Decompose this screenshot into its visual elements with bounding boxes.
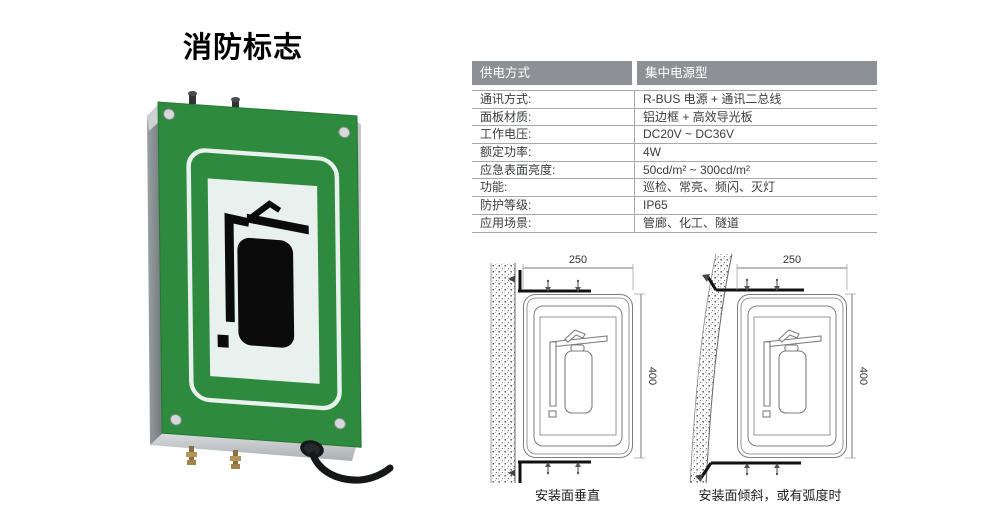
spec-row-surface-brightness: 应急表面亮度: 50cd/m² ~ 300cd/m²: [472, 160, 877, 179]
spec-row-working-voltage: 工作电压: DC20V ~ DC36V: [472, 125, 877, 144]
spec-label: 通讯方式:: [472, 91, 635, 108]
spec-header-power-type: 集中电源型: [637, 61, 877, 85]
spec-value: 50cd/m² ~ 300cd/m²: [643, 162, 751, 177]
spec-header-row: 供电方式 集中电源型: [472, 61, 877, 85]
spec-row-functions: 功能: 巡检、常亮、频闪、灭灯: [472, 178, 877, 197]
diagram-caption-inclined: 安装面倾斜，或有弧度时: [698, 488, 842, 503]
spec-value: 4W: [643, 145, 661, 160]
spec-label: 防护等级:: [472, 197, 635, 214]
spec-header-divider: [632, 61, 637, 85]
sign-outline-drawing: [736, 293, 848, 459]
power-cable: [300, 440, 394, 484]
spec-value: 管廊、化工、隧道: [643, 215, 740, 230]
spec-label: 应急表面亮度:: [472, 161, 635, 179]
spec-value: R-BUS 电源 + 通讯二总线: [643, 92, 782, 106]
spec-label: 额定功率:: [472, 144, 635, 161]
wall-section: [490, 263, 516, 483]
bottom-bracket: [508, 460, 591, 483]
dimension-width-label: 250: [569, 254, 587, 266]
spec-value: 铝边框 + 高效导光板: [643, 109, 753, 124]
installation-diagram-vertical: 250 400: [490, 254, 658, 483]
spec-label: 工作电压:: [472, 126, 635, 144]
spec-table: 供电方式 集中电源型 通讯方式: R-BUS 电源 + 通讯二总线 面板材质: …: [472, 61, 877, 233]
dimension-height-label: 400: [857, 367, 869, 385]
spec-row-rated-power: 额定功率: 4W: [472, 143, 877, 161]
dimension-height: 400: [845, 293, 869, 459]
spec-value: 巡检、常亮、频闪、灭灯: [643, 180, 776, 195]
dimension-height: 400: [634, 293, 658, 459]
page-title: 消防标志: [183, 32, 304, 64]
spec-value: IP65: [643, 198, 668, 213]
fire-extinguisher-pictogram: [217, 200, 309, 348]
installation-diagram-inclined: 250 400: [689, 253, 869, 483]
bottom-bolts: [186, 446, 241, 469]
bottom-bracket: [695, 461, 801, 482]
spec-body: 通讯方式: R-BUS 电源 + 通讯二总线 面板材质: 铝边框 + 高效导光板…: [472, 90, 877, 233]
dimension-height-label: 400: [646, 367, 658, 385]
spec-row-protection-rating: 防护等级: IP65: [472, 196, 877, 214]
spec-row-application-scenarios: 应用场景: 管廊、化工、隧道: [472, 213, 877, 232]
curved-wall-section: [689, 253, 733, 483]
corner-screws: [163, 108, 351, 430]
diagram-caption-vertical: 安装面垂直: [534, 488, 600, 503]
spec-label: 功能:: [472, 179, 635, 197]
top-bracket: [702, 274, 804, 292]
spec-label: 面板材质:: [472, 108, 635, 126]
dimension-width-label: 250: [783, 254, 801, 266]
top-bolts: [188, 91, 240, 110]
spec-row-panel-material: 面板材质: 铝边框 + 高效导光板: [472, 107, 877, 126]
spec-value: DC20V ~ DC36V: [643, 127, 735, 142]
sign-outline-drawing: [522, 293, 634, 459]
spec-header-power-mode: 供电方式: [472, 61, 632, 85]
dimension-width: 250: [736, 254, 848, 290]
spec-label: 应用场景:: [472, 214, 635, 232]
sign-border-line: [186, 148, 342, 411]
spec-row-communication: 通讯方式: R-BUS 电源 + 通讯二总线: [472, 90, 877, 108]
top-bracket: [508, 270, 591, 293]
dimension-width: 250: [522, 254, 634, 290]
product-photo: [147, 91, 394, 484]
